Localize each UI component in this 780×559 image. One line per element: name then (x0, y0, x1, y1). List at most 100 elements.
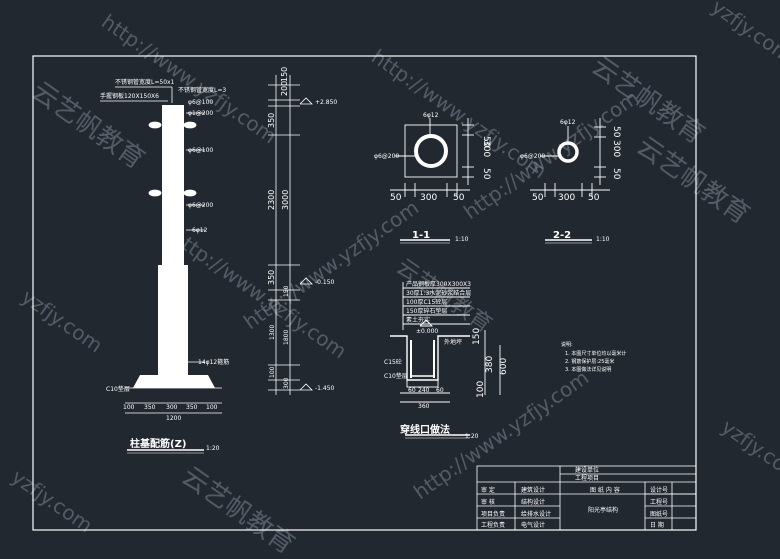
level-top: +2.850 (315, 99, 337, 106)
notes-line: 3. 本图做法详见说明 (565, 366, 611, 373)
vdim: 3000 (281, 190, 290, 210)
section-pipe (414, 134, 448, 168)
title-block (476, 465, 697, 531)
note-bottom-1: 14φ12箍筋 (198, 358, 229, 366)
base-dim: 350 (186, 404, 198, 411)
vdim: 50 (481, 168, 491, 180)
watermark-short: yzfjy.com (7, 464, 97, 537)
section-scale: 1:10 (455, 236, 469, 243)
layer-1: 产品钢板厚300X300X3 (406, 280, 471, 288)
vdim: 50 (481, 136, 491, 148)
note-top-3: 手握钢板120X150X6 (100, 92, 159, 100)
pit-base (406, 379, 439, 388)
base-total: 1200 (166, 415, 181, 422)
tb-right: 工程号 (650, 498, 668, 506)
section-square (404, 124, 458, 178)
manhole-level: ±0.000 (416, 328, 438, 335)
vdim: 2300 (267, 190, 276, 210)
watermark-url: http://www.yzfjy.com (239, 195, 423, 334)
hdim-total: 360 (418, 403, 430, 410)
section-2-2 (530, 118, 610, 244)
notes-heading: 说明: (561, 341, 573, 348)
layer-2: 30厚1:3水泥砂浆结合层 (406, 289, 471, 297)
rebar-top: 6φ12 (423, 112, 439, 119)
vdim: 200 (280, 81, 289, 96)
section-scale: 1:10 (596, 236, 610, 243)
tb-val: 建筑设计 (521, 486, 545, 494)
watermark-url: http://www.yzfjy.com (167, 224, 351, 363)
layer-5: 素土夯实 (406, 316, 430, 324)
note-top-2: 不锈钢管宽度L=3 (178, 86, 226, 94)
project-name: 工程项目 (575, 474, 599, 482)
title-block-text: 建设单位 工程项目 审 定 建筑设计 审 核 结构设计 项目负责 给排水设计 工… (481, 466, 668, 529)
base-dim: 350 (144, 404, 156, 411)
vdim: 350 (267, 270, 276, 285)
column-lower (158, 265, 188, 375)
steel-plate-lug (148, 189, 162, 197)
vdim: 350 (267, 113, 276, 128)
column-title-scale: 1:20 (206, 445, 220, 452)
note-top-5: φ1@200 (188, 110, 213, 117)
notes-line: 1. 本图尺寸单位均以毫米计 (565, 350, 626, 357)
vdim: 1300 (269, 325, 276, 340)
steel-plate-lug (148, 121, 162, 129)
manhole-base: C10垫层 (384, 372, 408, 380)
tb-val: 给排水设计 (521, 510, 551, 518)
tb-key: 审 核 (481, 498, 495, 506)
section-title: 1-1 (412, 230, 430, 241)
manhole-text: 产品钢板厚300X300X3 30厚1:3水泥砂浆结合层 100厚C15砼层 1… (384, 280, 509, 440)
hdim: 50 (588, 193, 600, 203)
tb-right: 日 期 (650, 521, 664, 529)
rebar-top: 6φ12 (560, 119, 576, 126)
manhole-ground: 外地坪 (444, 338, 462, 346)
notes: 说明: 1. 本图尺寸单位均以毫米计 2. 钢筋保护层:25毫米 3. 本图做法… (561, 341, 626, 373)
hdim: 50 (453, 193, 465, 203)
note-mid-2: φ6@200 (188, 202, 213, 209)
steel-plate-lug (183, 189, 197, 197)
column-vertical-dims: 200 150 350 3000 2300 350 150 1300 1800 … (267, 67, 290, 389)
vdim: 50 (611, 168, 621, 180)
hdim: 50 (390, 193, 402, 203)
watermark-brand: 云艺帆教育 (26, 76, 150, 175)
section-title: 2-2 (553, 230, 571, 241)
tb-val: 电气设计 (521, 521, 545, 529)
vdim: 300 (283, 377, 290, 389)
rebar-left: φ6@200 (520, 153, 545, 160)
base-label: C10垫层 (106, 385, 130, 393)
base-dim: 100 (206, 404, 218, 411)
vdim: 150 (280, 67, 289, 82)
vdim: 300 (481, 140, 491, 157)
level-bottom: -1.450 (315, 385, 335, 392)
hdim: 240 (418, 387, 430, 394)
note-top-1: 不锈钢管宽度L=50x1 (115, 78, 175, 86)
section-1-1-text: 6φ12 φ6@200 50 300 50 50 300 50 1-1 1:10 (374, 112, 491, 243)
manhole-scale: 1:20 (465, 433, 479, 440)
watermark-short: yzfjy.com (17, 284, 107, 357)
manhole-title: 穿线口做法 (400, 423, 450, 436)
hdim: 50 (532, 193, 544, 203)
level-marker (299, 383, 313, 391)
vdim: 380 (485, 356, 495, 373)
tb-right: 设计号 (650, 486, 668, 494)
level-marker (419, 319, 434, 327)
notes-line: 2. 钢筋保护层:25毫米 (565, 358, 614, 365)
note-mid-1: φ6@100 (188, 147, 213, 154)
tb-key: 项目负责 (481, 510, 505, 518)
watermark-brand: 云艺帆教育 (176, 461, 300, 559)
rebar-left: φ6@200 (374, 153, 399, 160)
hdim: 300 (420, 193, 437, 203)
base-dim: 100 (123, 404, 135, 411)
column-detail (100, 75, 313, 454)
layer-4: 150厚碎石垫层 (406, 307, 447, 315)
tb-val: 结构设计 (521, 498, 545, 506)
steel-plate-lug (183, 121, 197, 129)
watermark-short: yzfjy.com (707, 0, 780, 67)
vdim: 100 (269, 366, 276, 378)
hdim: 60 (436, 387, 444, 394)
vdim: 600 (499, 358, 509, 375)
section-1-1 (390, 118, 474, 244)
vdim: 150 (472, 328, 482, 345)
drawing-frame (32, 55, 697, 531)
manhole-conc: C15砼 (384, 358, 402, 366)
